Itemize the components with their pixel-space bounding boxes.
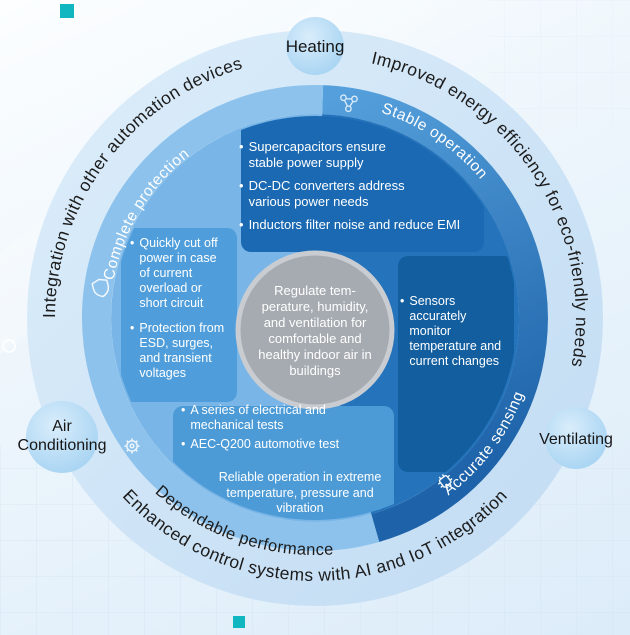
- shield-icon: [91, 278, 110, 298]
- white-ring-decoration: [2, 339, 16, 353]
- center-circle: [235, 250, 395, 410]
- band-dark-segment: [322, 85, 548, 542]
- node-heating-circle: [286, 17, 344, 75]
- panel-complete-protection-text: • Quickly cut off power in case of curre…: [130, 236, 242, 391]
- node-heating-label: Heating: [286, 37, 345, 56]
- bullet-marker: •: [239, 178, 244, 193]
- bullet-marker: •: [130, 236, 135, 250]
- list-item: • Quickly cut off power in case of curre…: [130, 236, 218, 310]
- list-item: • Protection from ESD, surges, and trans…: [130, 321, 225, 380]
- list-item: • Supercapacitors ensure stable power su…: [239, 139, 386, 170]
- panel-accurate-sensing: [398, 256, 514, 472]
- node-air-conditioning-circle: [26, 401, 98, 473]
- teal-square-top-decoration: [60, 4, 74, 18]
- panel-accurate-sensing-text: • Sensors accurately monitor temperature…: [400, 294, 520, 369]
- node-ventilating-circle: [545, 407, 607, 469]
- bullet-marker: •: [181, 437, 186, 451]
- bullet-marker: •: [400, 294, 405, 308]
- sensor-icon: [437, 474, 453, 489]
- gear-icon: [124, 438, 140, 454]
- node-ventilating-label: Ventilating: [539, 431, 613, 448]
- band-light-segment: [81, 85, 380, 551]
- list-item: • AEC-Q200 automotive test: [181, 437, 340, 451]
- panel-dependable-performance-text: • A series of electrical and mechanical …: [181, 403, 411, 456]
- background-grid-top: [490, 0, 630, 130]
- panel-complete-protection: [121, 228, 237, 402]
- panel-stable-operation-text: • Supercapacitors ensure stable power su…: [239, 139, 499, 241]
- molecule-icon: [340, 94, 358, 113]
- bullet-marker: •: [181, 403, 186, 417]
- list-item: • Sensors accurately monitor temperature…: [400, 294, 502, 368]
- center-statement: Regulate tem- perature, humidity, and ve…: [258, 283, 372, 378]
- bullet-marker: •: [239, 139, 244, 154]
- teal-square-bottom-decoration: [233, 616, 245, 628]
- panel-dependable-performance: [173, 406, 394, 520]
- list-item: • Inductors filter noise and reduce EMI: [239, 217, 461, 232]
- node-air-conditioning-label-line1: Air: [52, 418, 72, 435]
- list-item: • A series of electrical and mechanical …: [181, 403, 326, 432]
- bullet-marker: •: [239, 217, 244, 232]
- node-air-conditioning-label-line2: Conditioning: [18, 437, 107, 454]
- panel-dependable-performance-note: Reliable operation in extreme temperatur…: [218, 470, 382, 515]
- list-item: • DC-DC converters address various power…: [239, 178, 405, 209]
- bullet-marker: •: [130, 321, 135, 335]
